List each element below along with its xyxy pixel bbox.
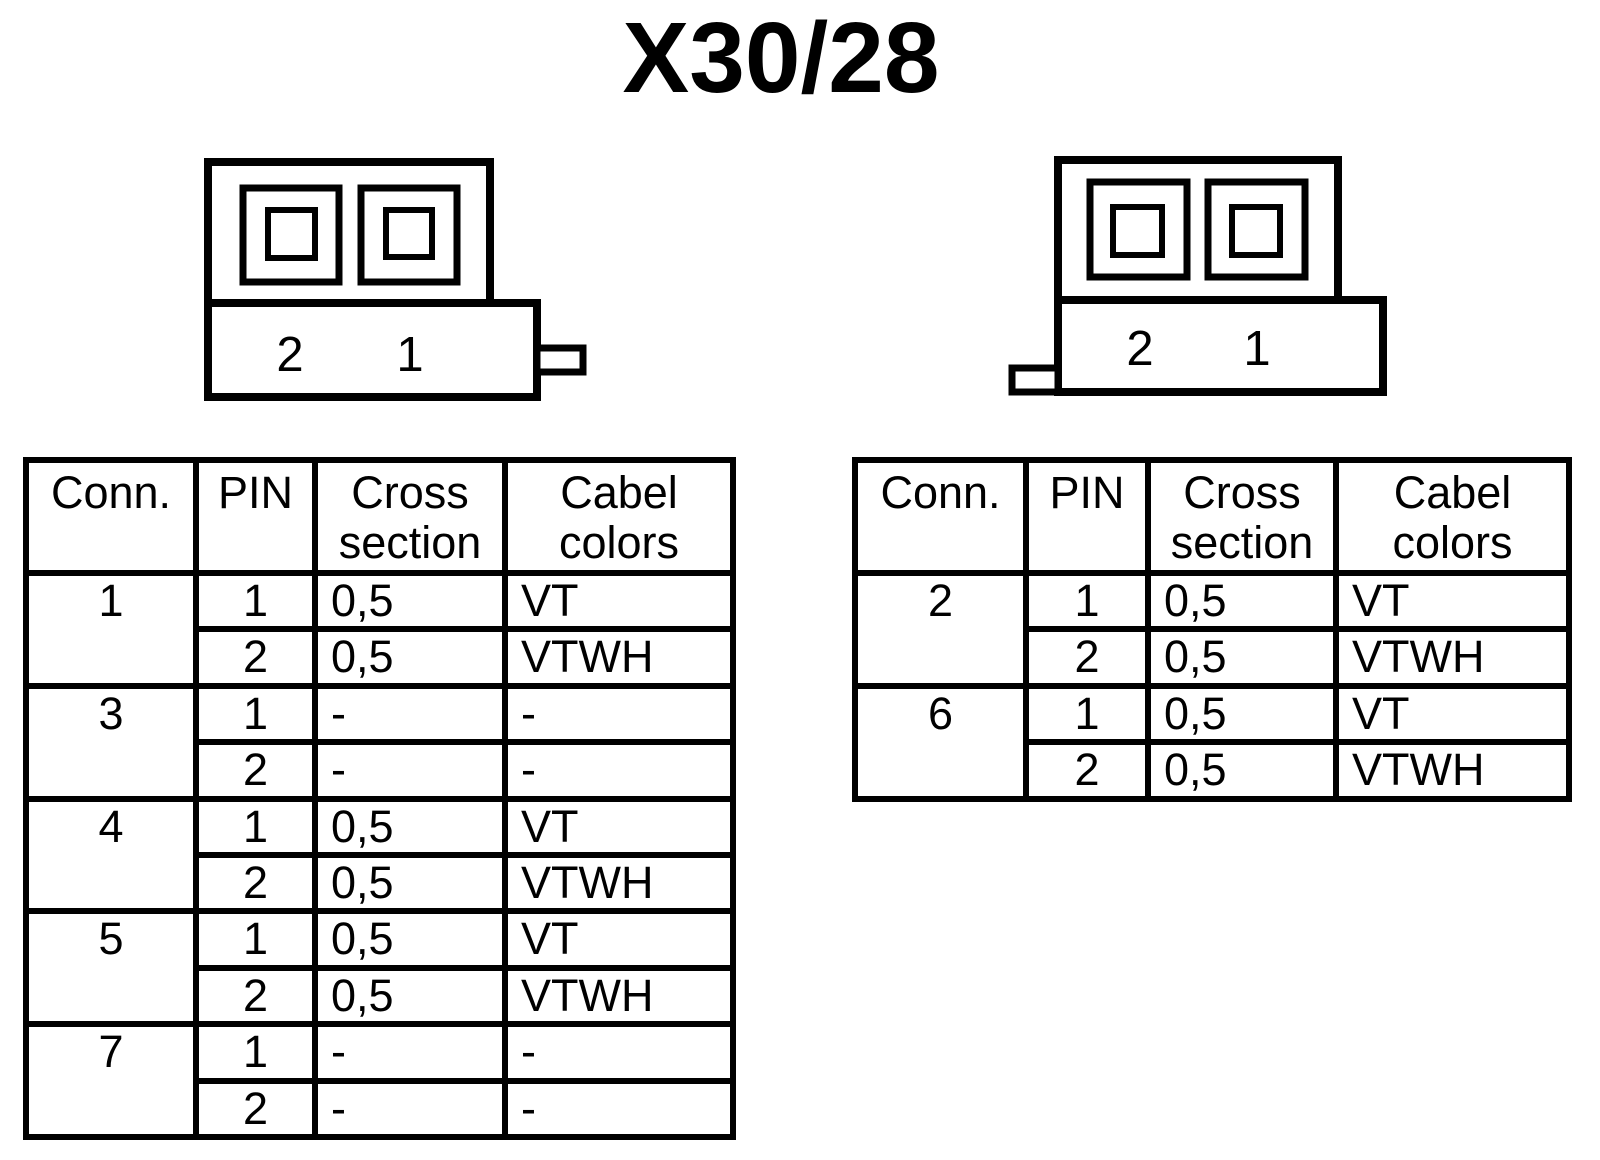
cabel-cell: - <box>502 682 736 746</box>
cabel-cell: VT <box>502 908 736 971</box>
cross-cell: 0,5 <box>312 851 508 915</box>
col-header-conn: Conn. <box>852 457 1029 576</box>
connector-right-terminal-1-icon <box>1229 204 1283 258</box>
pin-cell: 1 <box>193 795 318 858</box>
cross-cell: 0,5 <box>312 795 508 858</box>
cabel-cell: - <box>502 739 736 802</box>
pin-cell: 2 <box>1023 739 1151 802</box>
page-title: X30/28 <box>622 2 940 114</box>
cross-cell: 0,5 <box>1145 569 1339 633</box>
col-header-cabel: Cabel colors <box>502 457 736 576</box>
cross-cell: 0,5 <box>1145 626 1339 689</box>
pin-cell: 2 <box>193 1077 318 1140</box>
connector-right-pin1-label: 1 <box>1243 322 1270 376</box>
pin-cell: 2 <box>193 964 318 1028</box>
cabel-cell: VTWH <box>1333 739 1572 802</box>
col-header-conn: Conn. <box>23 457 199 576</box>
connector-right-terminal-2-icon <box>1110 204 1165 258</box>
cross-cell: - <box>312 1077 508 1140</box>
cross-cell: 0,5 <box>1145 739 1339 802</box>
pin-cell: 2 <box>193 626 318 689</box>
cross-cell: - <box>312 1021 508 1084</box>
pin-cell: 2 <box>193 739 318 802</box>
cross-cell: 0,5 <box>312 626 508 689</box>
connector-right-base <box>1054 296 1387 396</box>
connector-left-terminal-2-icon <box>265 207 318 261</box>
pin-cell: 1 <box>193 682 318 746</box>
col-header-cross: Cross section <box>1145 457 1339 576</box>
conn-cell: 4 <box>23 795 199 915</box>
cabel-cell: VT <box>1333 682 1572 746</box>
cross-cell: 0,5 <box>312 964 508 1028</box>
cabel-cell: VTWH <box>502 964 736 1028</box>
cabel-cell: VTWH <box>502 626 736 689</box>
conn-cell: 7 <box>23 1021 199 1140</box>
pin-cell: 1 <box>193 1021 318 1084</box>
right-pin-table: Conn. PIN Cross section Cabel colors 2 1… <box>852 457 1572 802</box>
cabel-cell: VT <box>502 569 736 633</box>
col-header-cabel: Cabel colors <box>1333 457 1572 576</box>
conn-cell: 6 <box>852 682 1029 802</box>
cross-cell: - <box>312 739 508 802</box>
connector-left-tab-icon <box>533 344 587 376</box>
cross-cell: - <box>312 682 508 746</box>
connector-diagram-left: 2 1 <box>204 158 587 401</box>
pin-cell: 1 <box>193 569 318 633</box>
cabel-cell: VTWH <box>502 851 736 915</box>
pin-cell: 1 <box>193 908 318 971</box>
pin-cell: 1 <box>1023 569 1151 633</box>
pin-cell: 2 <box>1023 626 1151 689</box>
left-pin-table: Conn. PIN Cross section Cabel colors 1 1… <box>23 457 736 1140</box>
connector-left-pin1-label: 1 <box>396 328 423 382</box>
cabel-cell: - <box>502 1077 736 1140</box>
col-header-pin: PIN <box>1023 457 1151 576</box>
conn-cell: 1 <box>23 570 199 689</box>
conn-cell: 3 <box>23 682 199 802</box>
connector-right-pin2-label: 2 <box>1126 322 1153 376</box>
col-header-pin: PIN <box>193 457 318 576</box>
cabel-cell: VT <box>1333 569 1572 633</box>
cross-cell: 0,5 <box>312 569 508 633</box>
cross-cell: 0,5 <box>312 908 508 971</box>
connector-left-base <box>204 299 541 401</box>
connector-left-terminal-1-icon <box>383 207 435 260</box>
connector-left-pin2-label: 2 <box>276 328 303 382</box>
pin-cell: 1 <box>1023 682 1151 746</box>
connector-diagram-right: 2 1 <box>1008 156 1387 396</box>
conn-cell: 5 <box>23 908 199 1028</box>
col-header-cross: Cross section <box>312 457 508 576</box>
connector-right-tab-icon <box>1008 364 1062 396</box>
cross-cell: 0,5 <box>1145 682 1339 746</box>
pin-cell: 2 <box>193 851 318 915</box>
cabel-cell: VT <box>502 795 736 858</box>
cabel-cell: VTWH <box>1333 626 1572 689</box>
conn-cell: 2 <box>852 570 1029 689</box>
cabel-cell: - <box>502 1021 736 1084</box>
